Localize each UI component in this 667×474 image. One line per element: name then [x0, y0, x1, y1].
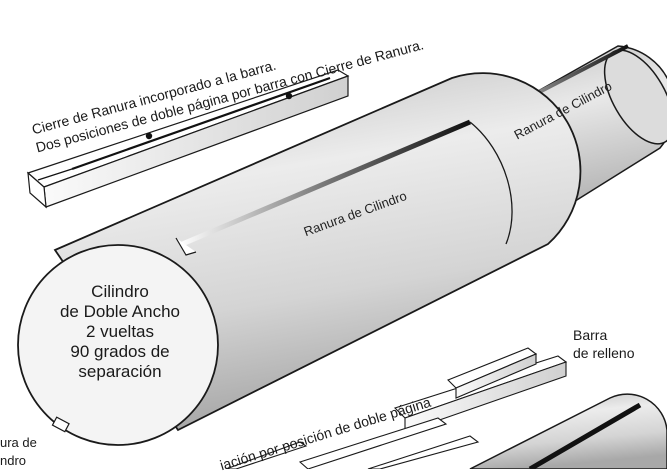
left-partial-line1: ura de [0, 435, 37, 450]
groove-notch [175, 237, 197, 256]
face-line: 90 grados de [70, 342, 170, 361]
slot-lock-bar [26, 69, 350, 209]
filler-bars [225, 347, 568, 470]
main-cylinder [17, 72, 582, 446]
face-line: separación [78, 362, 162, 381]
lock-position-dot [285, 92, 293, 100]
lock-position-dot [145, 132, 153, 140]
filler-bar-label: Barra de relleno [573, 326, 635, 362]
face-groove-mark [51, 416, 70, 433]
left-partial-label: ura de ndro [0, 434, 37, 470]
cylinder-seam [469, 121, 513, 245]
face-line: 2 vueltas [85, 322, 155, 341]
main-groove [179, 119, 471, 248]
face-line: Cilindro [91, 282, 149, 301]
lower-cylinder [469, 393, 667, 472]
left-partial-line2: ndro [0, 453, 27, 468]
filler-bar-label-line1: Barra [573, 327, 608, 343]
face-line: de Doble Ancho [59, 302, 181, 321]
filler-bar-label-line2: de relleno [573, 345, 635, 361]
cylinder-face [17, 244, 219, 446]
cylinder-face-text: Cilindro de Doble Ancho 2 vueltas 90 gra… [40, 282, 200, 382]
